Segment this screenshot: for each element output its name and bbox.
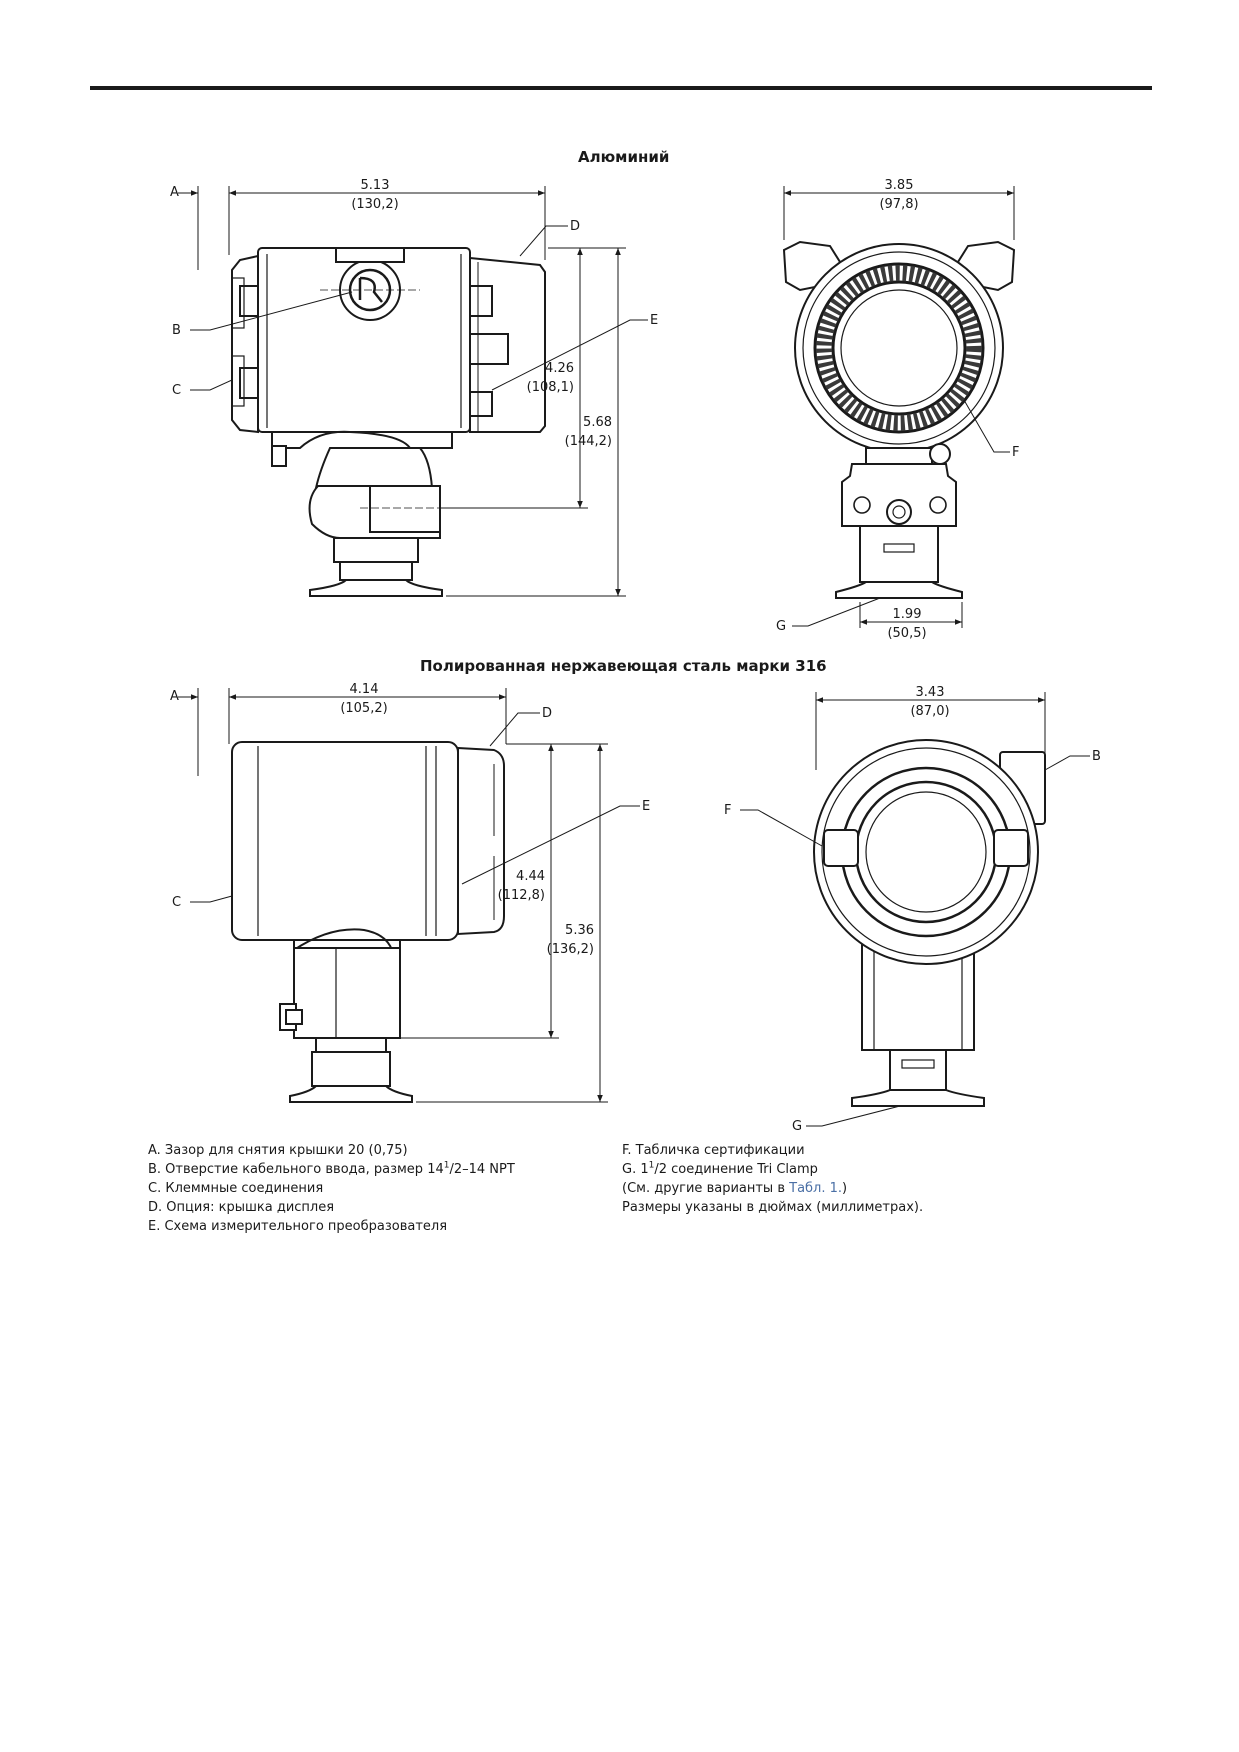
aluminum-front-labels: 3.85 (97,8) F G 1.99 (50,5)	[776, 178, 1019, 641]
ss-height-total-mm: (136,2)	[547, 942, 594, 957]
ss-front-width-in: 3.43	[916, 685, 945, 700]
aluminum-front-view	[782, 186, 1016, 599]
aluminum-side-labels: A 5.13 (130,2) D E B C 4.26 (108,1) 5.68…	[170, 178, 658, 449]
legend-item-b: B. Отверстие кабельного ввода, размер 14…	[148, 1160, 515, 1177]
aluminum-side-view	[197, 186, 546, 597]
callout-a-al: A	[170, 185, 179, 200]
stainless-front-labels: 3.43 (87,0) B F G	[724, 685, 1101, 1134]
legend-item-a: A. Зазор для снятия крышки 20 (0,75)	[148, 1143, 408, 1158]
al-front-width-mm: (97,8)	[879, 197, 918, 212]
callout-c-ss: C	[172, 895, 181, 910]
legend-item-d: D. Опция: крышка дисплея	[148, 1200, 335, 1215]
al-height-e-in: 4.26	[545, 361, 574, 376]
aluminum-section-title: Алюминий	[578, 148, 670, 166]
callout-b-ss: B	[1092, 749, 1101, 764]
al-clamp-mm: (50,5)	[887, 626, 926, 641]
legend-right: F. Табличка сертификации G. 11/2 соедине…	[622, 1141, 923, 1217]
callout-g-ss: G	[792, 1119, 802, 1134]
al-width-mm: (130,2)	[351, 197, 398, 212]
legend-item-e: E. Схема измерительного преобразователя	[148, 1219, 448, 1234]
callout-f-ss: F	[724, 803, 731, 818]
ss-front-width-mm: (87,0)	[910, 704, 949, 719]
stainless-front-view	[813, 692, 1046, 1107]
ss-height-e-mm: (112,8)	[498, 888, 545, 903]
table-1-link[interactable]: Табл. 1.	[789, 1181, 843, 1196]
callout-g-al: G	[776, 619, 786, 634]
stainless-side-dimensions	[178, 694, 640, 1103]
legend-item-c: C. Клеммные соединения	[148, 1181, 324, 1196]
callout-c-al: C	[172, 383, 181, 398]
callout-f-al: F	[1012, 445, 1019, 460]
al-height-e-mm: (108,1)	[527, 380, 574, 395]
ss-height-total-in: 5.36	[565, 923, 594, 938]
stainless-front-dimensions	[740, 697, 1090, 1127]
al-clamp-in: 1.99	[893, 607, 922, 622]
top-rule	[90, 86, 1152, 90]
al-front-width-in: 3.85	[885, 178, 914, 193]
al-height-total-mm: (144,2)	[565, 434, 612, 449]
ss-width-mm: (105,2)	[340, 701, 387, 716]
callout-b-al: B	[172, 323, 181, 338]
legend-item-f: F. Табличка сертификации	[622, 1143, 805, 1158]
legend-left: A. Зазор для снятия крышки 20 (0,75) B. …	[148, 1141, 515, 1236]
callout-d-ss: D	[542, 706, 552, 721]
legend-note: (См. другие варианты в Табл. 1.)	[622, 1181, 848, 1196]
ss-height-e-in: 4.44	[516, 869, 545, 884]
stainless-side-labels: A 4.14 (105,2) D E C 4.44 (112,8) 5.36 (…	[170, 682, 650, 957]
aluminum-front-dimensions	[784, 190, 1014, 628]
ss-width-in: 4.14	[350, 682, 379, 697]
callout-e-ss: E	[642, 799, 650, 814]
stainless-section-title: Полированная нержавеющая сталь марки 316	[420, 657, 827, 675]
aluminum-side-dimensions	[178, 190, 648, 597]
legend-item-g: G. 11/2 соединение Tri Clamp	[622, 1160, 818, 1177]
al-height-total-in: 5.68	[583, 415, 612, 430]
stainless-side-view	[197, 688, 507, 1103]
legend-units: Размеры указаны в дюймах (миллиметрах).	[622, 1200, 924, 1215]
al-width-in: 5.13	[361, 178, 390, 193]
callout-d-al: D	[570, 219, 580, 234]
callout-e-al: E	[650, 313, 658, 328]
callout-a-ss: A	[170, 689, 179, 704]
